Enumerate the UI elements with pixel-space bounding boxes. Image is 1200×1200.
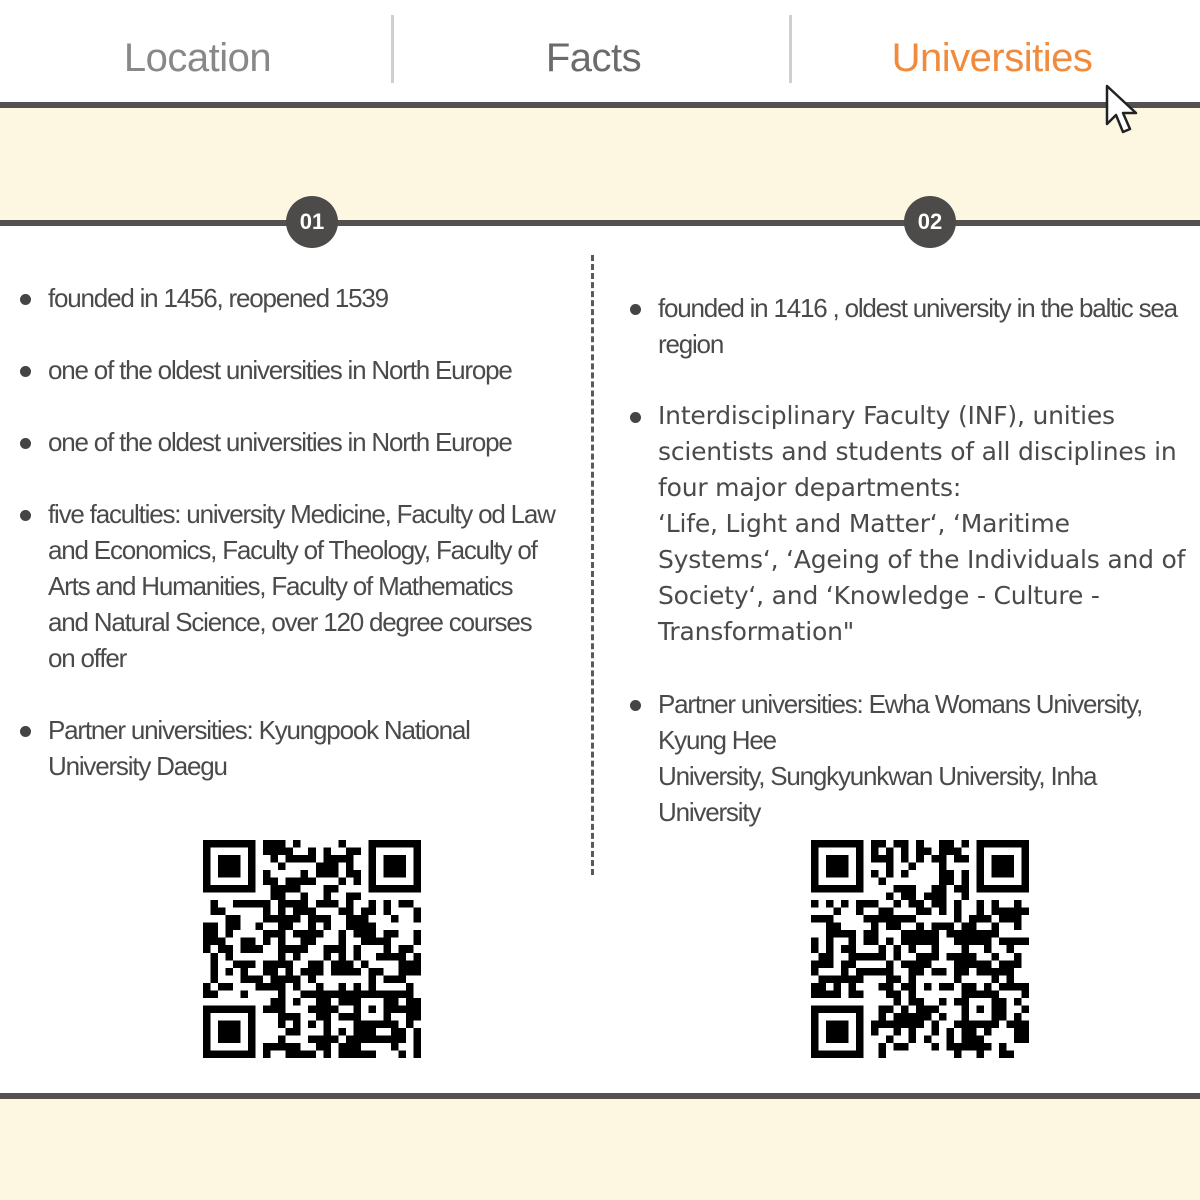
- tab-divider: [789, 15, 792, 83]
- tab-bar: Location Facts Universities: [0, 0, 1200, 104]
- list-item: founded in 1416 , oldest university in t…: [628, 290, 1188, 362]
- section-badge-01: 01: [286, 196, 338, 248]
- university-facts-list-left: founded in 1456, reopened 1539 one of th…: [18, 280, 558, 820]
- column-divider: [591, 255, 594, 875]
- list-item: five faculties: university Medicine, Fac…: [18, 496, 558, 676]
- section-rule: [0, 220, 1200, 226]
- list-item: Partner universities: Ewha Womans Univer…: [628, 686, 1188, 830]
- footer-band: [0, 1099, 1200, 1200]
- mouse-pointer-icon: [1105, 84, 1138, 134]
- tab-location[interactable]: Location: [123, 36, 272, 80]
- bottom-rule: [0, 1093, 1200, 1099]
- tab-divider: [391, 15, 394, 83]
- header-band: [0, 108, 1200, 222]
- list-item: one of the oldest universities in North …: [18, 424, 558, 460]
- qr-code-icon[interactable]: [203, 840, 421, 1058]
- tab-facts[interactable]: Facts: [545, 36, 642, 80]
- list-item: one of the oldest universities in North …: [18, 352, 558, 388]
- list-item: founded in 1456, reopened 1539: [18, 280, 558, 316]
- list-item: Interdisciplinary Faculty (INF), unities…: [628, 398, 1188, 650]
- section-badge-02: 02: [904, 196, 956, 248]
- university-facts-list-right: founded in 1416 , oldest university in t…: [628, 290, 1188, 866]
- top-rule: [0, 102, 1200, 108]
- qr-code-icon[interactable]: [811, 840, 1029, 1058]
- list-item: Partner universities: Kyungpook National…: [18, 712, 558, 784]
- tab-universities[interactable]: Universities: [891, 36, 1093, 80]
